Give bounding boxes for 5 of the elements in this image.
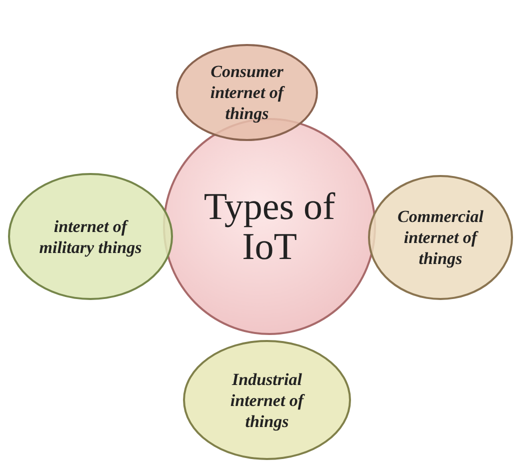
node-label: Commercial internet of things <box>396 206 484 269</box>
node-label: Types of IoT <box>202 186 336 266</box>
node-label: Consumer internet of things <box>209 61 286 124</box>
node-label: internet of military things <box>38 216 143 258</box>
node-label: Industrial internet of things <box>229 368 306 432</box>
